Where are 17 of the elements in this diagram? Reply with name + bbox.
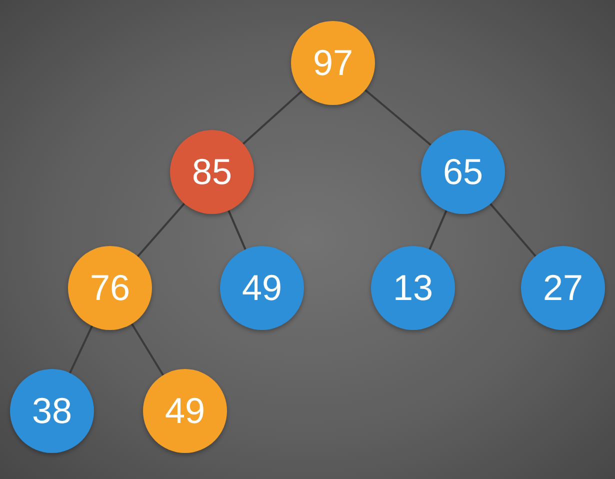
node-value: 13 [392, 270, 434, 306]
node-value: 38 [32, 393, 72, 429]
node-value: 76 [90, 270, 130, 306]
connector-line [242, 90, 302, 145]
connector-line [428, 210, 448, 250]
connector-line [364, 89, 432, 146]
node-value: 27 [542, 270, 584, 306]
node-value: 49 [242, 270, 282, 306]
node-value: 85 [192, 154, 232, 190]
connector-line [136, 202, 186, 258]
connector-line [228, 210, 246, 250]
connector-line [131, 323, 164, 376]
node-value: 49 [164, 393, 206, 429]
node-value: 97 [312, 45, 354, 81]
connector-line [490, 203, 536, 257]
connector-line [69, 326, 93, 374]
node-value: 65 [442, 154, 484, 190]
